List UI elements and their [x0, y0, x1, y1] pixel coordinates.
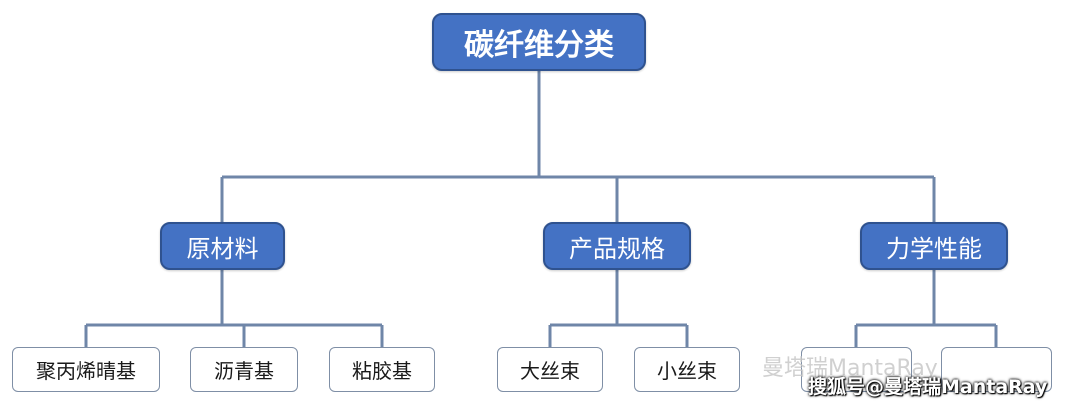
- leaf-node-pitch: 沥青基: [190, 347, 298, 392]
- category-node-product-spec: 产品规格: [543, 222, 691, 270]
- root-node: 碳纤维分类: [432, 13, 646, 71]
- watermark-faint: 曼塔瑞MantaRay: [762, 356, 938, 381]
- category-node-raw-material: 原材料: [160, 222, 285, 270]
- leaf-node-pan: 聚丙烯晴基: [12, 347, 160, 392]
- leaf-node-large-tow: 大丝束: [497, 347, 603, 392]
- leaf-node-viscose: 粘胶基: [329, 347, 435, 392]
- watermark-overlay: 搜狐号@曼塔瑞MantaRay: [808, 376, 1048, 398]
- leaf-node-small-tow: 小丝束: [634, 347, 740, 392]
- leaf-node-mechanical-1: [801, 347, 912, 392]
- leaf-node-mechanical-2: [941, 347, 1052, 392]
- category-node-mechanical: 力学性能: [860, 222, 1008, 270]
